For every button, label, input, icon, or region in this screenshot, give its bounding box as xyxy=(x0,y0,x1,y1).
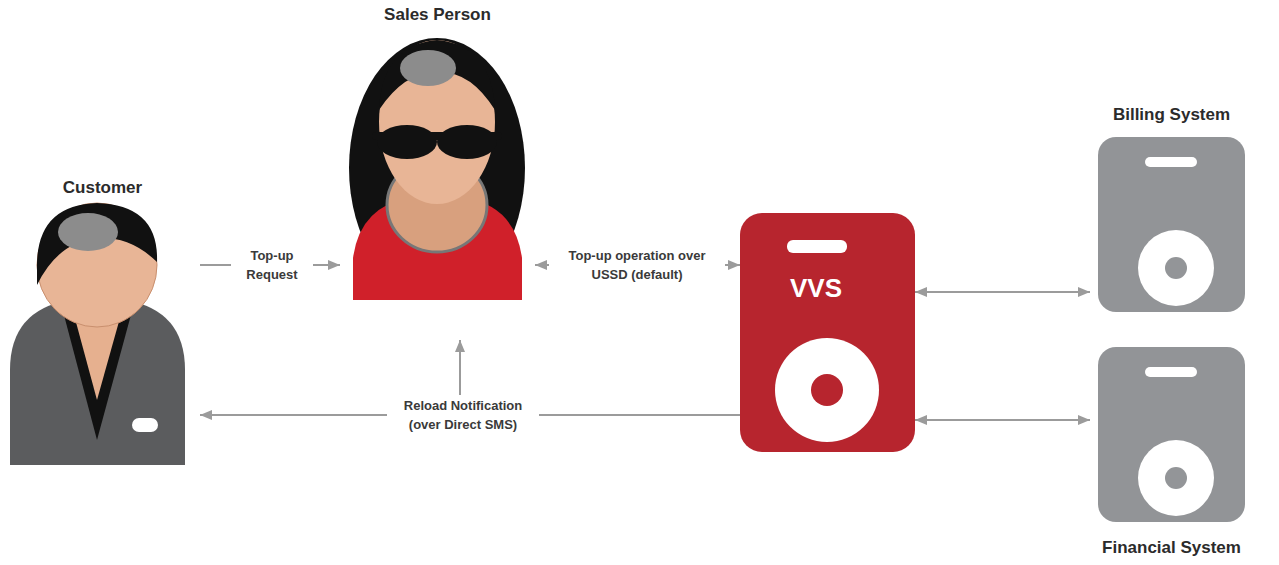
node-label: VVS xyxy=(790,273,915,304)
node-label: Financial System xyxy=(1090,538,1253,558)
node-label: Customer xyxy=(5,178,200,198)
edge-label: Reload Notification (over Direct SMS) xyxy=(387,395,539,435)
edge-label: Top-up operation over USSD (default) xyxy=(549,245,725,285)
server-box: VVS xyxy=(740,213,915,452)
node-label: Billing System xyxy=(1090,105,1253,125)
server-node: Financial System xyxy=(1090,345,1253,560)
server-node: Billing System xyxy=(1090,105,1253,315)
financial-server xyxy=(1098,347,1245,522)
person-node: Customer xyxy=(5,178,200,470)
person-node: Sales Person xyxy=(340,5,535,340)
node-label: Sales Person xyxy=(340,5,535,25)
connector xyxy=(915,419,1090,421)
connector xyxy=(915,291,1090,293)
vvs-server xyxy=(740,213,915,452)
edge-label: Top-up Request xyxy=(231,245,313,285)
sales-person-figure xyxy=(349,38,525,300)
billing-server xyxy=(1098,137,1245,312)
customer-figure xyxy=(10,203,185,465)
